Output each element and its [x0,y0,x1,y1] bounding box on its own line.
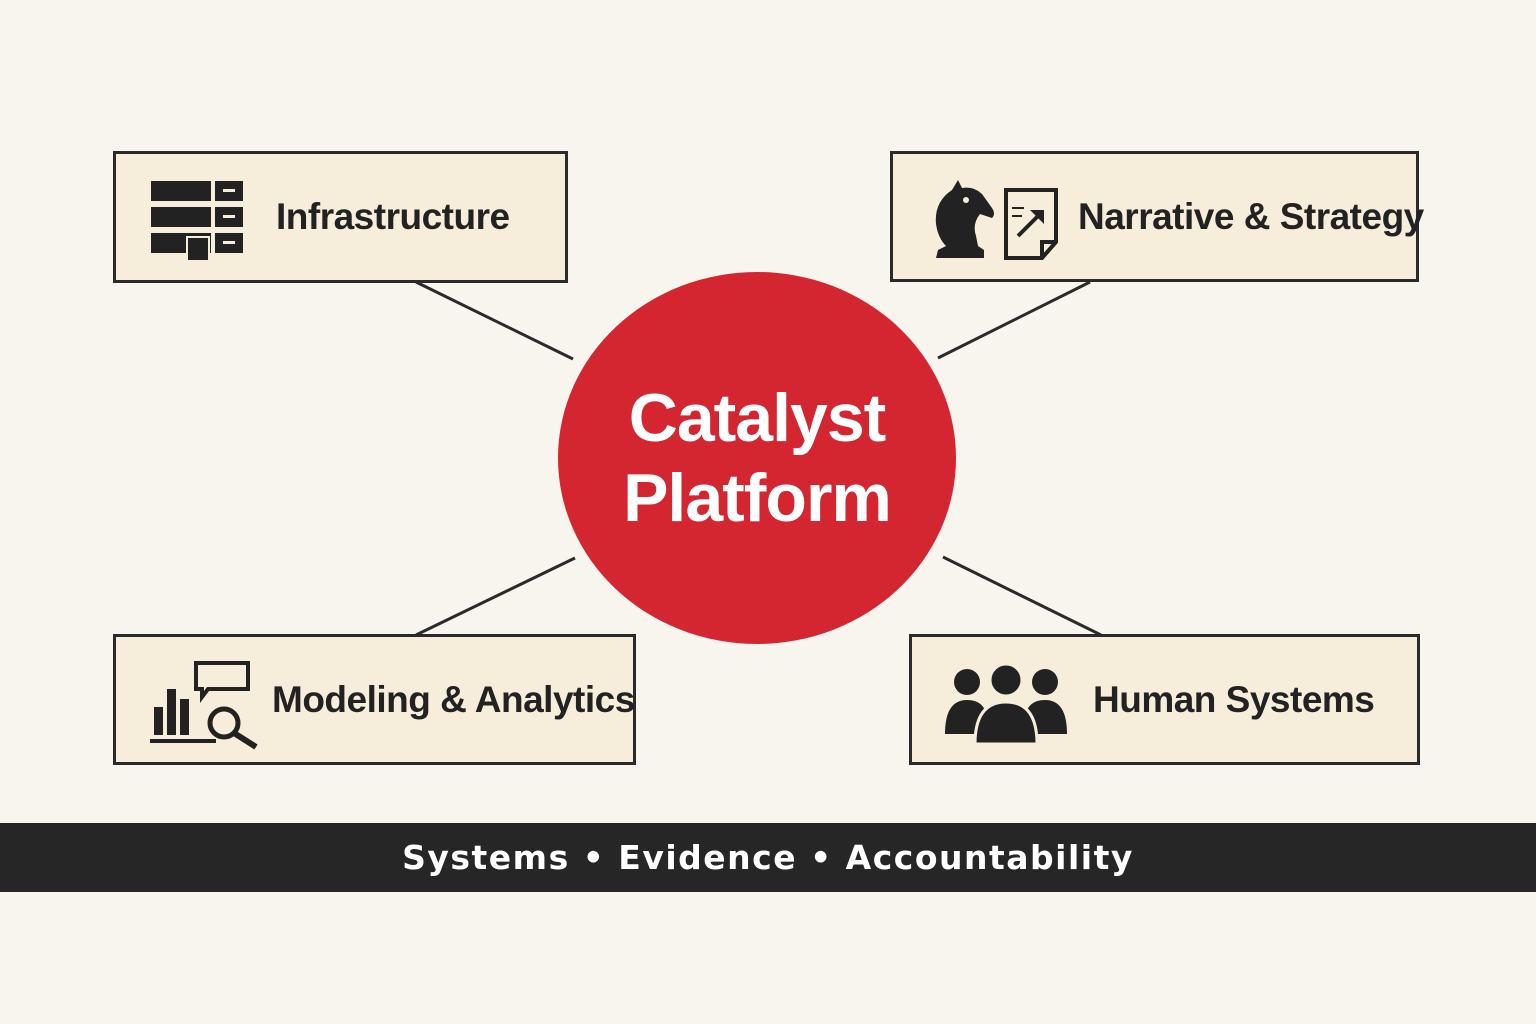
server-stack-icon [151,181,243,262]
connector-modeling [415,556,576,637]
footer-tagline: Systems • Evidence • Accountability [402,838,1134,877]
connector-narrative [937,280,1091,360]
node-label-modeling-analytics: Modeling & Analytics [272,678,635,720]
node-label-human-systems: Human Systems [1093,678,1375,720]
hub-title-line-2: Platform [623,460,892,536]
node-narrative-strategy: Narrative & Strategy [890,151,1424,282]
node-human-systems: Human Systems [909,634,1420,765]
connector-infrastructure [415,280,574,361]
hub-circle: Catalyst Platform [558,272,956,644]
node-label-infrastructure: Infrastructure [276,196,510,237]
chess-knight-document-icon [935,180,1058,260]
people-group-icon [945,662,1067,746]
hub-title-line-1: Catalyst [628,380,887,456]
node-label-narrative-strategy: Narrative & Strategy [1078,195,1424,237]
connector-human [942,555,1102,637]
node-modeling-analytics: Modeling & Analytics [113,634,636,765]
node-infrastructure: Infrastructure [113,151,568,283]
bar-chart-magnifier-icon [150,661,258,750]
footer-bar: Systems • Evidence • Accountability [0,823,1536,892]
